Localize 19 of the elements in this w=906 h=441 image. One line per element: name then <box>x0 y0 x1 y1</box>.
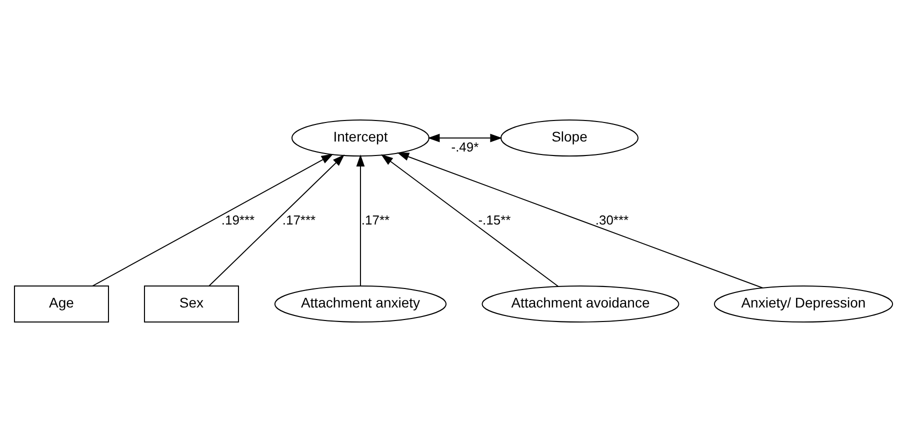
arrow <box>208 154 344 286</box>
node-ellipse: Slope <box>500 119 638 156</box>
arrow <box>356 154 364 286</box>
edge-label: .17** <box>360 212 390 227</box>
edge-label: -.15** <box>478 212 510 227</box>
node-ellipse: Attachment avoidance <box>481 285 679 322</box>
node-ellipse: Attachment anxiety <box>274 285 446 322</box>
edge-label: .30*** <box>594 212 628 227</box>
edge-label: .19*** <box>220 212 254 227</box>
node-ellipse: Anxiety/ Depression <box>713 285 893 322</box>
arrow <box>427 133 502 142</box>
arrow <box>92 153 333 286</box>
arrow <box>396 152 763 288</box>
arrow <box>380 154 558 286</box>
edge-label: -.49* <box>450 138 478 154</box>
node-ellipse: Intercept <box>290 119 429 156</box>
node-box: Sex <box>143 285 238 322</box>
node-box: Age <box>13 285 108 322</box>
edge-label: .17*** <box>282 212 316 227</box>
